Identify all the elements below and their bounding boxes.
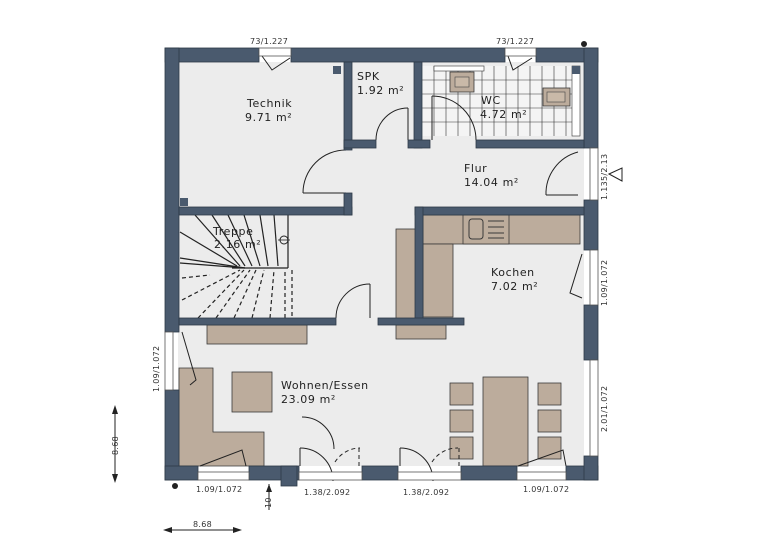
svg-text:4.72 m²: 4.72 m² xyxy=(480,108,527,121)
kitchen-stove xyxy=(462,214,510,245)
svg-text:SPK: SPK xyxy=(357,70,380,83)
room-label-treppe: Treppe 2.16 m² xyxy=(212,225,261,251)
dim-bottom-door-1: 1.38/2.092 xyxy=(304,488,350,497)
windows xyxy=(164,47,599,481)
entrance-icon xyxy=(607,167,623,182)
kitchen-bar-lower xyxy=(395,324,447,340)
staircase xyxy=(179,214,293,319)
downpipe-icon xyxy=(172,483,178,489)
dim-right-upper: 1.135/2.13 xyxy=(600,154,609,200)
electric-icon xyxy=(180,198,188,206)
svg-text:WC: WC xyxy=(481,94,501,107)
dim-right-middle: 1.09/1.072 xyxy=(600,260,609,306)
svg-text:2.16 m²: 2.16 m² xyxy=(214,238,261,251)
svg-text:1.92 m²: 1.92 m² xyxy=(357,84,404,97)
dimension-width: 8.68 xyxy=(163,520,242,533)
svg-text:7.02 m²: 7.02 m² xyxy=(491,280,538,293)
svg-text:8.68: 8.68 xyxy=(193,520,212,529)
electric-icon xyxy=(572,66,580,74)
svg-text:14.04 m²: 14.04 m² xyxy=(464,176,519,189)
chair xyxy=(537,409,562,433)
chair xyxy=(449,409,474,433)
chair xyxy=(449,436,474,460)
dim-bottom-left: 1.09/1.072 xyxy=(196,485,242,494)
coffee-table xyxy=(231,371,273,413)
dimension-entrance-offset: 10 xyxy=(264,484,273,510)
chair xyxy=(537,382,562,406)
dim-bottom-door-2: 1.38/2.092 xyxy=(403,488,449,497)
dim-left: 1.09/1.072 xyxy=(152,346,161,392)
dim-top-left: 73/1.227 xyxy=(250,37,288,46)
svg-text:23.09 m²: 23.09 m² xyxy=(281,393,336,406)
sideboard xyxy=(206,324,308,345)
room-label-spk: SPK 1.92 m² xyxy=(357,70,404,97)
room-label-wohnen-essen: Wohnen/Essen 23.09 m² xyxy=(281,379,369,406)
svg-text:8.68: 8.68 xyxy=(111,436,120,455)
downpipe-icon xyxy=(581,41,587,47)
kitchen-counter-left xyxy=(422,243,454,318)
chair xyxy=(537,436,562,460)
dining-table xyxy=(482,376,529,467)
room-label-kochen: Kochen 7.02 m² xyxy=(491,266,538,293)
dim-bottom-right: 1.09/1.072 xyxy=(523,485,569,494)
dim-right-lower: 2.01/1.072 xyxy=(600,386,609,432)
room-label-technik: Technik 9.71 m² xyxy=(245,97,292,124)
svg-text:Kochen: Kochen xyxy=(491,266,535,279)
svg-text:Treppe: Treppe xyxy=(212,225,253,238)
doors xyxy=(181,55,583,482)
kitchen-bar xyxy=(395,228,417,320)
room-label-flur: Flur 14.04 m² xyxy=(464,162,519,189)
electric-icon xyxy=(333,66,341,74)
dimension-height: 8.68 xyxy=(111,405,120,483)
chair xyxy=(449,382,474,406)
room-label-wc: WC 4.72 m² xyxy=(480,94,527,121)
svg-text:Wohnen/Essen: Wohnen/Essen xyxy=(281,379,369,392)
svg-text:10: 10 xyxy=(264,497,273,508)
svg-text:Technik: Technik xyxy=(246,97,292,110)
dim-top-right: 73/1.227 xyxy=(496,37,534,46)
svg-text:Flur: Flur xyxy=(464,162,487,175)
svg-text:9.71 m²: 9.71 m² xyxy=(245,111,292,124)
